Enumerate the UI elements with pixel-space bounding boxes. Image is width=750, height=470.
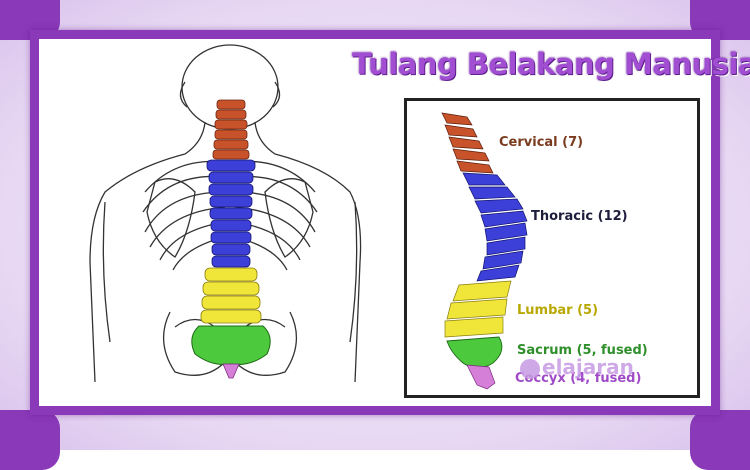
spine-side-view-panel: Cervical (7) Thoracic (12) Lumbar (5) Sa… [404, 98, 700, 398]
label-lumbar: Lumbar (5) [517, 303, 599, 318]
human-back-illustration [89, 44, 362, 382]
corner-decoration [690, 410, 750, 470]
page-title: Tulang Belakang Manusia [352, 47, 750, 81]
label-coccyx: Coccyx (4, fused) [515, 371, 642, 386]
watermark-text: elajaran [542, 355, 634, 379]
spine-side-view [441, 112, 528, 390]
label-cervical: Cervical (7) [499, 135, 584, 150]
label-thoracic: Thoracic (12) [531, 209, 628, 224]
watermark-icon [520, 358, 540, 379]
label-sacrum: Sacrum (5, fused) [517, 343, 648, 358]
watermark-logo: elajaran [520, 355, 634, 379]
corner-decoration [0, 410, 60, 470]
